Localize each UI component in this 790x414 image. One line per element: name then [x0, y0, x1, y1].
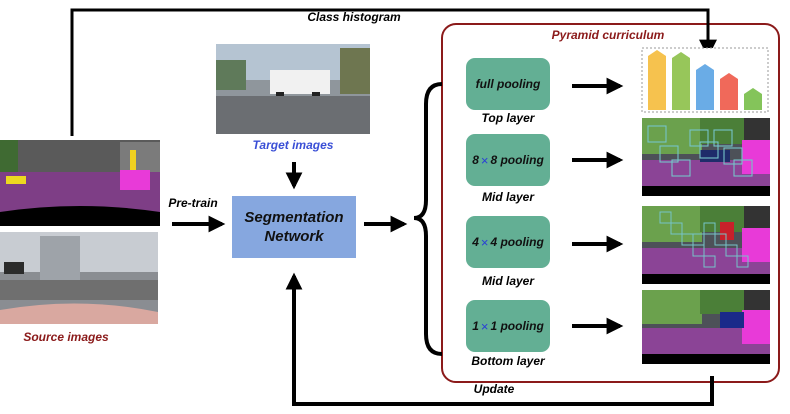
- histogram-bar-3: [696, 64, 714, 110]
- histogram-bar-1: [648, 50, 666, 110]
- source-image-photo: [0, 232, 158, 324]
- times-symbol: ×: [480, 152, 489, 168]
- pool-4-post: 4 pooling: [490, 235, 544, 249]
- histogram-bar-2: [672, 52, 690, 110]
- pre-train-label: Pre-train: [168, 196, 218, 210]
- class-histogram-arrow: [70, 8, 717, 136]
- class-histogram-label: Class histogram: [307, 10, 401, 24]
- pool-box-1x1: 1 × 1 pooling: [466, 300, 550, 352]
- layer-label-top: Top layer: [481, 111, 535, 125]
- target-images-label: Target images: [252, 138, 334, 152]
- pool-8-pre: 8: [472, 153, 479, 167]
- pyramid-brace: [413, 82, 443, 356]
- seg-output-1x1: [642, 290, 770, 364]
- segmentation-network-box: Segmentation Network: [232, 196, 356, 258]
- source-image-segmentation: [0, 140, 160, 226]
- pool-4-pre: 4: [472, 235, 479, 249]
- pyramid-curriculum-label: Pyramid curriculum: [551, 28, 665, 42]
- source-images-label: Source images: [23, 330, 109, 344]
- times-symbol: ×: [480, 234, 489, 250]
- pyramid-curriculum-frame: [441, 23, 780, 383]
- seg-output-8x8: [642, 118, 770, 196]
- pool-1-post: 1 pooling: [490, 319, 544, 333]
- update-arrow: [285, 272, 714, 406]
- histogram-bar-4: [720, 73, 738, 110]
- pool-8-post: 8 pooling: [490, 153, 544, 167]
- seg-output-4x4: [642, 206, 770, 284]
- times-symbol: ×: [480, 318, 489, 334]
- pool-1-pre: 1: [472, 319, 479, 333]
- pool-box-4x4: 4 × 4 pooling: [466, 216, 550, 268]
- layer-label-mid-1: Mid layer: [481, 190, 535, 204]
- network-label-line2: Network: [264, 228, 324, 245]
- layer-label-mid-2: Mid layer: [481, 274, 535, 288]
- layer-label-bottom: Bottom layer: [471, 354, 545, 368]
- pool-box-full: full pooling: [466, 58, 550, 110]
- histogram-bar-5: [744, 88, 762, 110]
- pool-box-8x8: 8 × 8 pooling: [466, 134, 550, 186]
- pool-full-text: full pooling: [475, 77, 541, 91]
- class-histogram: [641, 47, 769, 113]
- update-label: Update: [473, 382, 515, 396]
- network-label-line1: Segmentation: [244, 209, 344, 226]
- target-image: [216, 44, 370, 134]
